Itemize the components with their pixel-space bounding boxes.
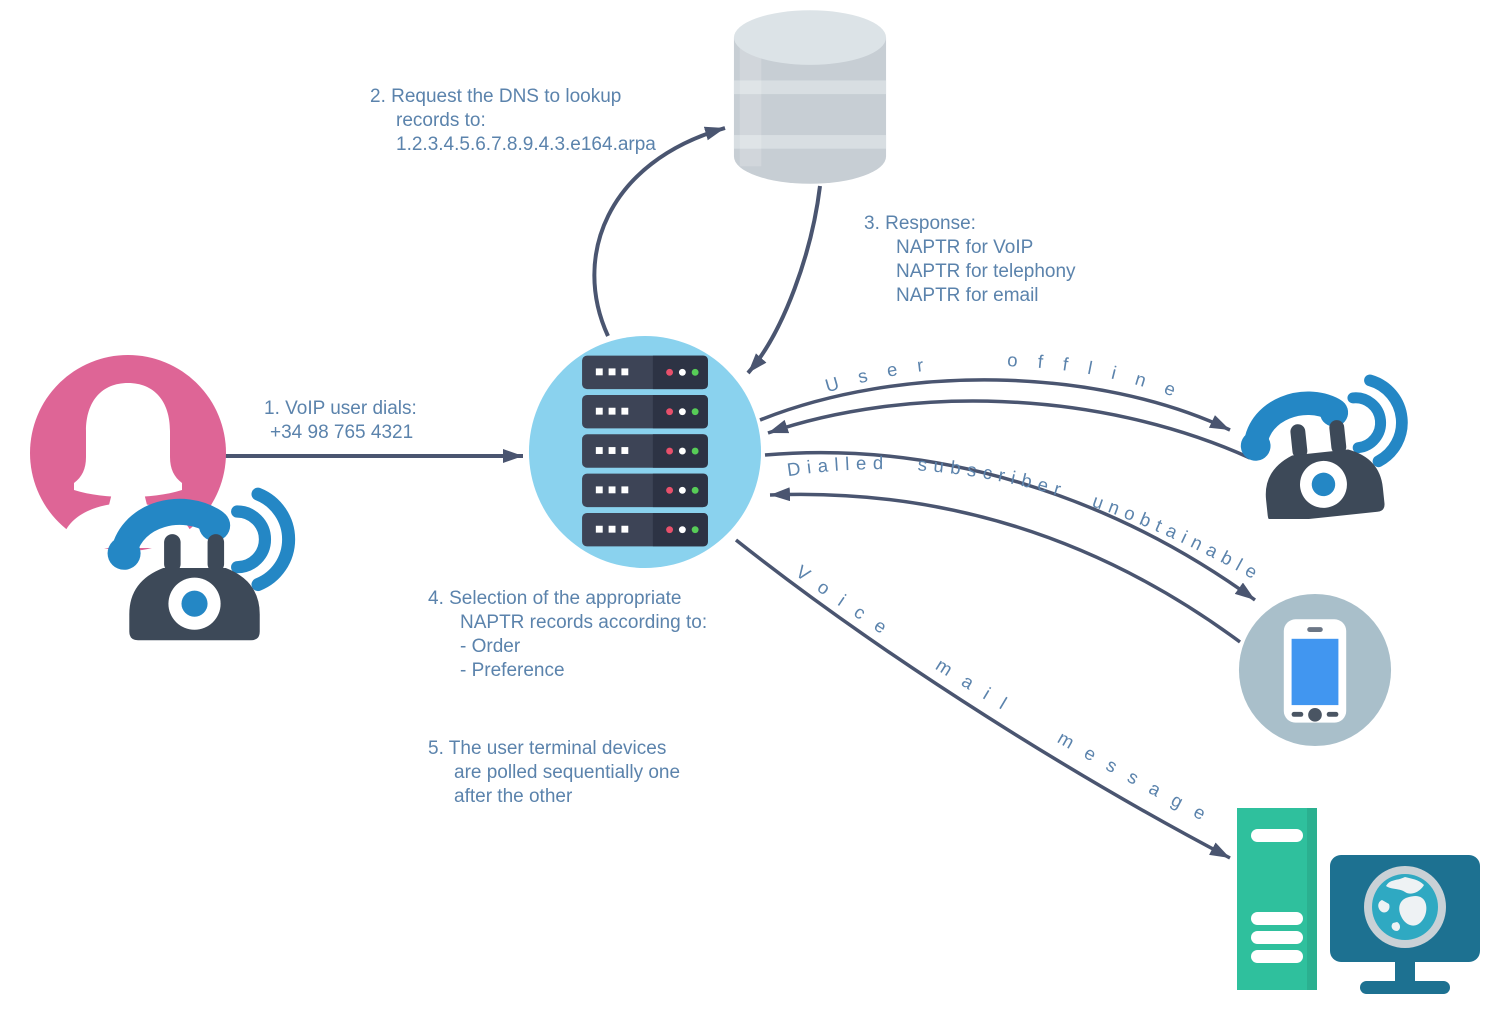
- arrow-poll-phone: [759, 378, 1231, 432]
- step3-line1: 3. Response:: [864, 213, 976, 234]
- step2-line3: 1.2.3.4.5.6.7.8.9.4.3.e164.arpa: [396, 134, 656, 155]
- telephone-icon: [1232, 362, 1412, 519]
- step4-line4: - Preference: [460, 660, 565, 681]
- database-icon: [733, 10, 887, 184]
- step5-line2: are polled sequentially one: [454, 762, 681, 783]
- server-rack-icon: [528, 335, 762, 569]
- arrow-voice-mail: [734, 538, 1231, 860]
- step2-line1: 2. Request the DNS to lookup: [370, 86, 622, 107]
- step3-text: 3. Response: NAPTR for VoIP NAPTR for te…: [864, 212, 1076, 308]
- arrow-poll-smartphone: [764, 450, 1257, 602]
- step4-line2: NAPTR records according to:: [460, 612, 708, 633]
- step1-text: 1. VoIP user dials: +34 98 765 4321: [264, 397, 417, 445]
- arrow-dialled-unobtainable: [769, 487, 1242, 644]
- step5-text: 5. The user terminal devices are polled …: [428, 737, 680, 809]
- step4-text: 4. Selection of the appropriate NAPTR re…: [428, 587, 707, 683]
- step5-line3: after the other: [454, 786, 573, 807]
- step3-line2: NAPTR for VoIP: [896, 237, 1034, 258]
- arrow-dns-response: [746, 185, 822, 375]
- step4-line3: - Order: [460, 636, 521, 657]
- step3-line4: NAPTR for email: [896, 285, 1039, 306]
- step5-line1: 5. The user terminal devices: [428, 738, 667, 759]
- step1-line2: +34 98 765 4321: [270, 422, 414, 443]
- step2-line2: records to:: [396, 110, 486, 131]
- arc-label-voice-mail: Voice mail message: [792, 561, 1222, 831]
- arc-label-dialled-unobtainable: Dialled subscriber unobtainable: [786, 452, 1267, 586]
- step4-line1: 4. Selection of the appropriate: [428, 588, 682, 609]
- step3-line3: NAPTR for telephony: [896, 261, 1076, 282]
- server-tower-icon: [1237, 808, 1317, 990]
- step1-line1: 1. VoIP user dials:: [264, 398, 417, 419]
- smartphone-icon: [1238, 593, 1392, 747]
- arrow-dns-request: [592, 126, 726, 337]
- telephone-icon: [98, 468, 298, 642]
- arrow-user-offline: [767, 399, 1251, 460]
- step2-text: 2. Request the DNS to lookup records to:…: [370, 85, 656, 157]
- monitor-globe-icon: [1330, 855, 1480, 994]
